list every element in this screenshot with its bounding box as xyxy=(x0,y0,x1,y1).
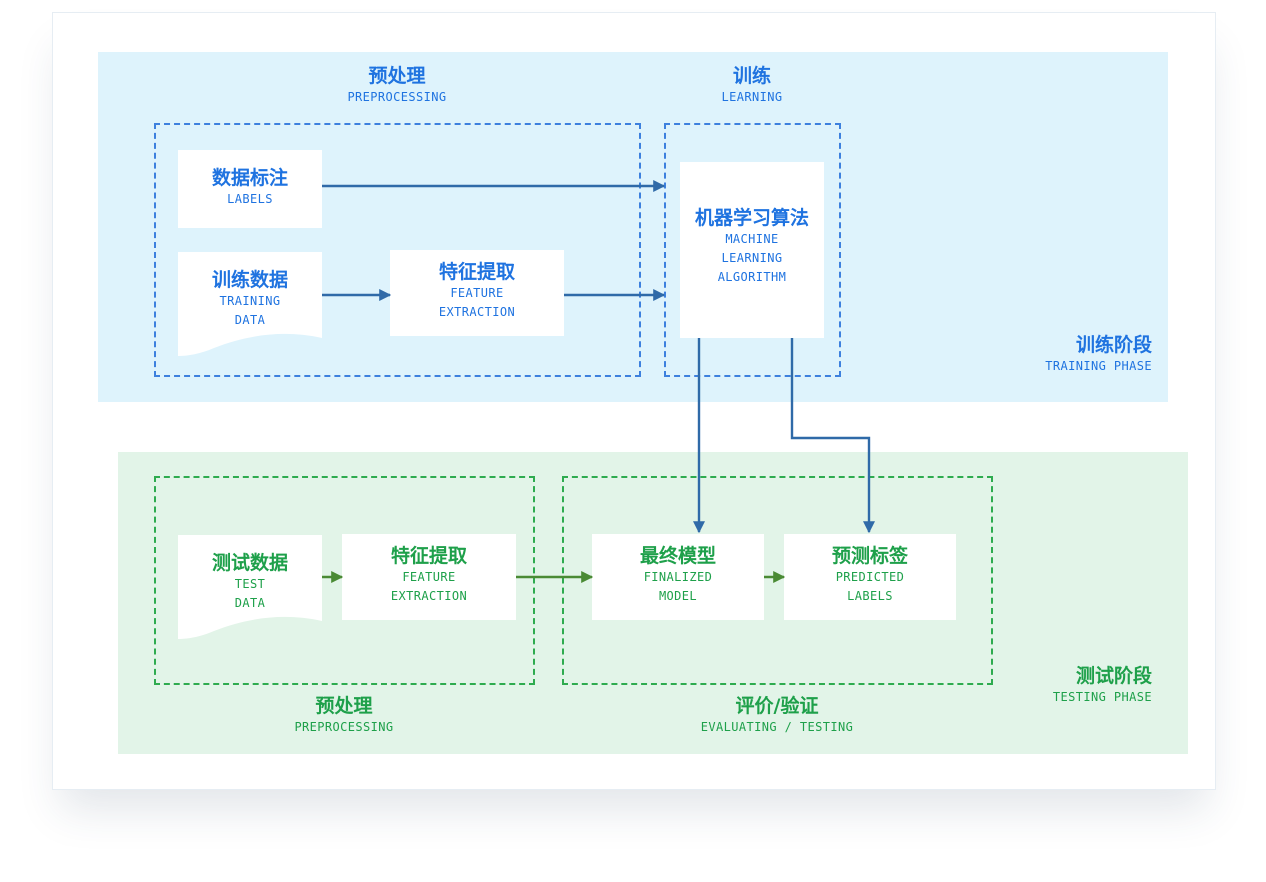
algorithm-en3: ALGORITHM xyxy=(717,270,787,284)
training-feature-box: 特征提取 FEATURE EXTRACTION xyxy=(390,250,564,336)
algorithm-en2: LEARNING xyxy=(721,251,783,265)
training-phase-en: TRAINING PHASE xyxy=(1045,359,1152,373)
training-phase-label: 训练阶段 TRAINING PHASE xyxy=(1000,333,1152,376)
training-data-en1: TRAINING xyxy=(219,294,281,308)
testing-preprocessing-group xyxy=(154,476,535,685)
testing-evaluating-group xyxy=(562,476,993,685)
training-learning-group xyxy=(664,123,841,377)
training-preprocessing-zh: 预处理 xyxy=(368,65,426,87)
final-model-en1: FINALIZED xyxy=(643,570,713,584)
testing-phase-zh: 测试阶段 xyxy=(1075,665,1152,687)
testing-feature-zh: 特征提取 xyxy=(390,545,467,567)
testing-evaluating-en: EVALUATING / TESTING xyxy=(700,720,854,734)
document-shape xyxy=(178,252,322,356)
training-feature-zh: 特征提取 xyxy=(438,261,515,283)
document-shape xyxy=(178,535,322,639)
training-data-zh: 训练数据 xyxy=(211,269,288,291)
testing-preprocessing-zh: 预处理 xyxy=(315,695,373,717)
predicted-en2: LABELS xyxy=(847,589,893,603)
testing-feature-box: 特征提取 FEATURE EXTRACTION xyxy=(342,534,516,620)
labels-en: LABELS xyxy=(227,192,273,206)
testing-feature-en1: FEATURE xyxy=(402,570,456,584)
final-model-box: 最终模型 FINALIZED MODEL xyxy=(592,534,764,620)
test-data-en2: DATA xyxy=(234,596,266,610)
algorithm-en1: MACHINE xyxy=(725,232,779,246)
labels-zh: 数据标注 xyxy=(211,167,288,189)
training-preprocessing-group xyxy=(154,123,641,377)
labels-box: 数据标注 LABELS xyxy=(178,150,322,228)
algorithm-zh: 机器学习算法 xyxy=(694,207,809,229)
training-learning-zh: 训练 xyxy=(732,65,771,87)
training-feature-en1: FEATURE xyxy=(450,286,504,300)
testing-feature-en2: EXTRACTION xyxy=(390,589,468,603)
final-model-zh: 最终模型 xyxy=(639,545,716,567)
training-preprocessing-en: PREPROCESSING xyxy=(347,90,447,104)
testing-evaluating-label: 评价/验证 EVALUATING / TESTING xyxy=(657,694,897,737)
final-model-en2: MODEL xyxy=(658,589,698,603)
training-phase-zh: 训练阶段 xyxy=(1075,334,1152,356)
test-data-box: 测试数据 TEST DATA xyxy=(178,535,322,641)
testing-phase-label: 测试阶段 TESTING PHASE xyxy=(1000,664,1152,707)
arrow-algorithm-to-predicted xyxy=(790,338,875,534)
training-learning-en: LEARNING xyxy=(721,90,783,104)
test-data-zh: 测试数据 xyxy=(211,552,288,574)
training-preprocessing-label: 预处理 PREPROCESSING xyxy=(297,64,497,107)
testing-preprocessing-en: PREPROCESSING xyxy=(294,720,394,734)
training-data-en2: DATA xyxy=(234,313,266,327)
training-feature-en2: EXTRACTION xyxy=(438,305,516,319)
predicted-en1: PREDICTED xyxy=(835,570,905,584)
predicted-labels-box: 预测标签 PREDICTED LABELS xyxy=(784,534,956,620)
testing-evaluating-zh: 评价/验证 xyxy=(735,695,819,717)
testing-preprocessing-label: 预处理 PREPROCESSING xyxy=(244,694,444,737)
testing-phase-en: TESTING PHASE xyxy=(1052,690,1152,704)
test-data-en1: TEST xyxy=(234,577,266,591)
training-data-box: 训练数据 TRAINING DATA xyxy=(178,252,322,358)
algorithm-box: 机器学习算法 MACHINE LEARNING ALGORITHM xyxy=(680,162,824,338)
training-learning-label: 训练 LEARNING xyxy=(672,64,832,107)
predicted-zh: 预测标签 xyxy=(831,545,908,567)
